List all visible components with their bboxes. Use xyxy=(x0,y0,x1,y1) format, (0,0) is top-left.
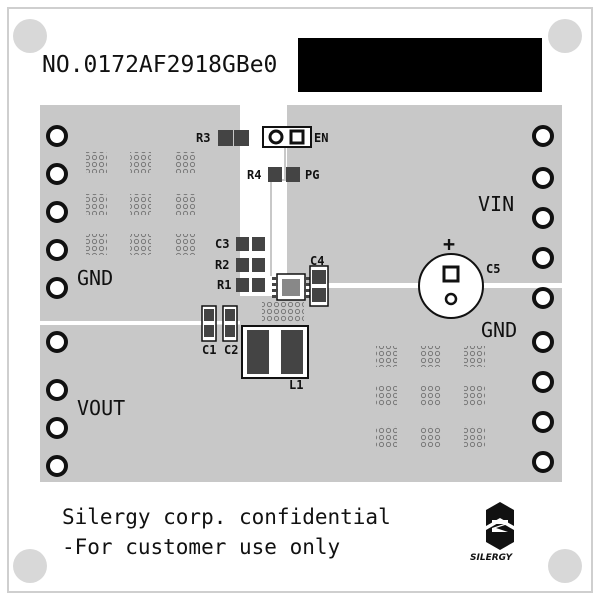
resistor-r2 xyxy=(236,258,265,272)
capacitor-c5 xyxy=(418,253,484,319)
right-header-pins xyxy=(532,125,554,473)
serial-number: NO.0172AF2918GBe0 xyxy=(42,52,278,78)
resistor-r1 xyxy=(236,278,265,292)
via-array-left xyxy=(86,152,195,255)
label-en: EN xyxy=(314,131,329,145)
vin-plane xyxy=(287,105,562,283)
left-header-pins xyxy=(46,125,68,477)
footer-confidential: Silergy corp. confidential xyxy=(62,505,391,529)
label-pg: PG xyxy=(305,168,320,182)
mounting-hole-top-left xyxy=(13,19,47,53)
mounting-hole-bottom-right xyxy=(548,549,582,583)
label-r3: R3 xyxy=(196,131,211,145)
mounting-hole-top-right xyxy=(548,19,582,53)
capacitor-c1 xyxy=(201,305,217,342)
via-array-right xyxy=(376,346,485,447)
label-gnd-right: GND xyxy=(481,318,518,342)
gnd-plane-right xyxy=(310,288,562,482)
capacitor-c4 xyxy=(309,265,329,307)
via-array-center xyxy=(262,302,304,323)
label-c4: C4 xyxy=(310,254,325,268)
label-vout: VOUT xyxy=(77,396,126,420)
label-c2: C2 xyxy=(224,343,239,357)
label-plus: + xyxy=(443,232,456,256)
en-jumper xyxy=(262,126,312,148)
label-gnd-left: GND xyxy=(77,266,114,290)
inductor-l1 xyxy=(241,325,309,379)
logo-text: SILERGY xyxy=(470,553,513,563)
label-c3: C3 xyxy=(215,237,230,251)
capacitor-c3 xyxy=(236,237,265,251)
label-r4: R4 xyxy=(247,168,262,182)
footer-customer-use: -For customer use only xyxy=(62,535,341,559)
label-r1: R1 xyxy=(217,278,232,292)
mounting-hole-bottom-left xyxy=(13,549,47,583)
label-l1: L1 xyxy=(289,378,304,392)
resistor-r4 xyxy=(268,167,300,182)
label-r2: R2 xyxy=(215,258,230,272)
resistor-r3 xyxy=(218,130,249,146)
redaction-bar xyxy=(298,38,542,92)
capacitor-c2 xyxy=(222,305,238,342)
label-c5: C5 xyxy=(486,262,501,276)
ic-u1 xyxy=(272,273,310,301)
label-vin: VIN xyxy=(478,192,515,216)
label-c1: C1 xyxy=(202,343,217,357)
silergy-logo xyxy=(486,502,514,550)
